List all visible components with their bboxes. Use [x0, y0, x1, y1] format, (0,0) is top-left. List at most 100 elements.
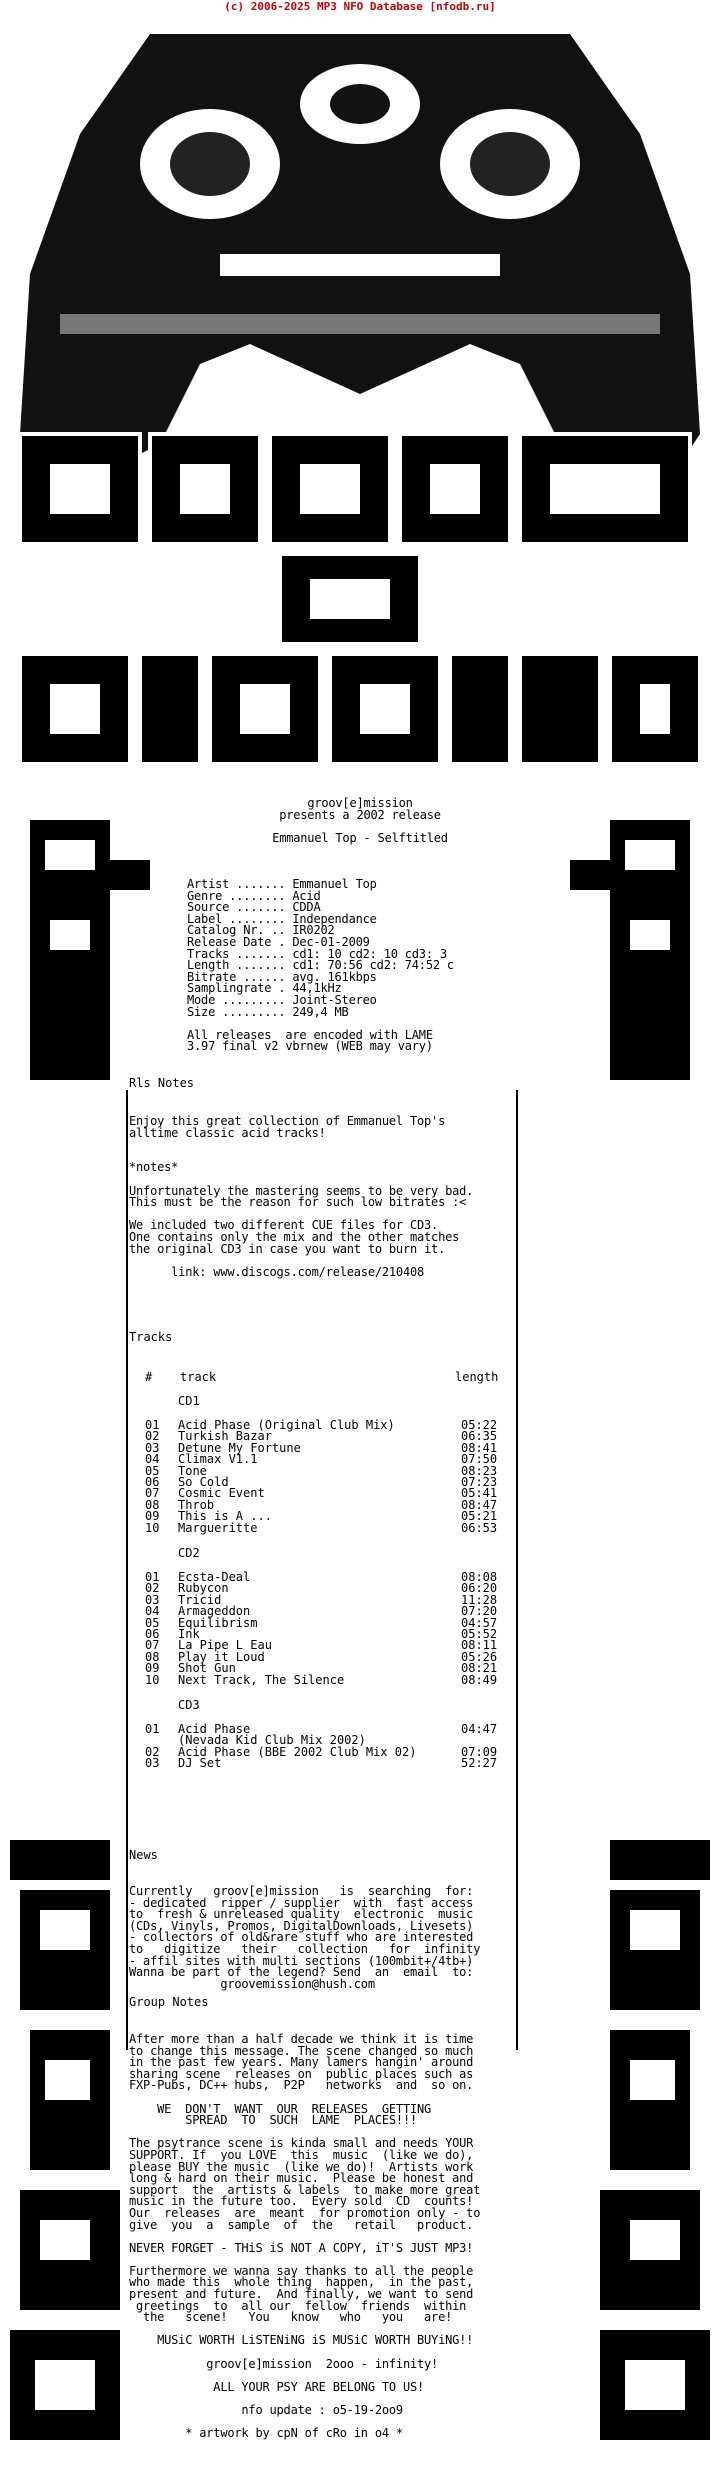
track-number: 04 [145, 1452, 160, 1467]
info-line: Catalog Nr. .. IR0202 [187, 923, 335, 938]
rls-notes-text: Enjoy this great collection of Emmanuel … [129, 1114, 473, 1278]
group-notes-line: present and future. And finally, we want… [129, 2287, 474, 2302]
ascii-art-frame [30, 820, 690, 1080]
group-notes-line: MUSiC WORTH LiSTENiNG iS MUSiC WORTH BUY… [129, 2333, 474, 2348]
track-length: 06:35 [461, 1429, 498, 1444]
info-line: All releases are encoded with LAME [187, 1027, 433, 1042]
track-title: Play it Loud [178, 1649, 265, 1664]
track-title: Armageddon [178, 1604, 251, 1619]
left-rail [126, 1090, 128, 2050]
group-notes-line: please BUY the music (like we do)! Artis… [129, 2159, 474, 2174]
track-length: 11:28 [461, 1592, 498, 1607]
track-number: 08 [145, 1649, 160, 1664]
notes-line: This must be the reason for such low bit… [129, 1195, 467, 1210]
group-notes-line: The psytrance scene is kinda small and n… [129, 2136, 474, 2151]
track-title: Acid Phase [178, 1722, 251, 1736]
notes-line: One contains only the mix and the other … [129, 1229, 460, 1244]
track-title: Equilibrism [178, 1615, 258, 1630]
track-number: 03 [145, 1756, 160, 1771]
disc-label: CD3 [178, 1698, 200, 1712]
intro-line-1: groov[e]mission [307, 796, 413, 810]
track-number: 05 [145, 1615, 160, 1630]
info-line: Length ....... cd1: 70:56 cd2: 74:52 c [187, 958, 454, 973]
group-notes-line: who made this whole thing happen, in the… [129, 2275, 474, 2290]
track-title: This is A ... [178, 1509, 272, 1524]
track-title: Turkish Bazar [178, 1429, 272, 1444]
track-number: 03 [145, 1592, 160, 1607]
news-line: Wanna be part of the legend? Send an ema… [129, 1965, 474, 1980]
info-line: Mode ......... Joint-Stereo [187, 992, 377, 1007]
track-title: Margueritte [178, 1520, 258, 1535]
column-header-length: length [455, 1370, 499, 1384]
nfodb-banner: (c) 2006-2025 MP3 NFO Database [nfodb.ru… [224, 0, 496, 13]
track-title: (Nevada Kid Club Mix 2002) [178, 1733, 366, 1748]
news-line: to fresh & unreleased quality electronic… [129, 1907, 474, 1922]
track-number: 06 [145, 1475, 160, 1489]
group-notes-line: Our releases are meant for promotion onl… [129, 2205, 481, 2220]
track-length: 07:50 [461, 1452, 498, 1467]
group-notes-line: greetings to all our fellow friends with… [129, 2298, 467, 2313]
info-line: Artist ....... Emmanuel Top [187, 877, 377, 891]
track-title: Ink [178, 1627, 200, 1641]
track-number: 10 [145, 1520, 160, 1535]
news-line: - dedicated ripper / supplier with fast … [129, 1895, 474, 1910]
info-line: Samplingrate . 44,1kHz [187, 981, 342, 996]
track-title: La Pipe L Eau [178, 1638, 272, 1653]
notes-line: Enjoy this great collection of Emmanuel … [129, 1114, 446, 1128]
info-line: Label ........ Independance [187, 911, 377, 926]
track-title: Acid Phase (Original Club Mix) [178, 1418, 395, 1432]
group-notes-line: SPREAD TO SUCH LAME PLACES!!! [129, 2113, 418, 2128]
track-length: 08:23 [461, 1463, 498, 1478]
track-number: 09 [145, 1509, 160, 1524]
track-title: Climax V1.1 [178, 1452, 258, 1467]
track-title: Detune My Fortune [178, 1440, 301, 1455]
track-title: Tricid [178, 1592, 222, 1607]
track-title: So Cold [178, 1475, 229, 1489]
track-title: Shot Gun [178, 1661, 236, 1676]
track-title: Ecsta-Deal [178, 1570, 251, 1584]
track-length: 05:26 [461, 1649, 498, 1664]
info-line: Source ....... CDDA [187, 900, 321, 915]
track-title: Acid Phase (BBE 2002 Club Mix 02) [178, 1744, 417, 1759]
group-notes-line: FXP-Pubs, DC++ hubs, P2P networks and so… [129, 2078, 474, 2093]
group-notes-line: * artwork by cpN of cRo in o4 * [129, 2426, 403, 2441]
intro-release-title: Emmanuel Top - Selftitled [272, 831, 448, 845]
news-email: groovemission@hush.com [129, 1976, 375, 1991]
track-number: 07 [145, 1638, 160, 1653]
track-title: Next Track, The Silence [178, 1672, 345, 1687]
news-line: to digitize their collection for infinit… [129, 1941, 481, 1956]
section-header-news: News [129, 1848, 158, 1862]
news-line: - collectors of old&rare stuff who are i… [129, 1930, 474, 1945]
group-notes-line: sharing scene releases on public places … [129, 2066, 474, 2081]
track-title: Cosmic Event [178, 1486, 265, 1501]
info-line: Tracks ....... cd1: 10 cd2: 10 cd3: 3 [187, 946, 447, 961]
track-length: 07:23 [461, 1475, 498, 1489]
track-number: 02 [145, 1429, 160, 1444]
track-length: 05:21 [461, 1509, 498, 1524]
track-number: 10 [145, 1672, 160, 1687]
track-number: 01 [145, 1722, 160, 1736]
group-notes-line: the scene! You know who you are! [129, 2310, 453, 2325]
ascii-art-footer-frame [10, 1840, 710, 2440]
ascii-art-header [18, 34, 702, 766]
group-notes-line: WE DON'T WANT OUR RELEASES GETTING [129, 2101, 432, 2116]
track-title: Rubycon [178, 1581, 229, 1596]
track-number: 08 [145, 1497, 160, 1512]
track-length: 05:22 [461, 1418, 498, 1432]
news-text: Currently groov[e]mission is searching f… [129, 1885, 481, 1991]
track-length: 05:41 [461, 1486, 498, 1501]
section-header-tracks: Tracks [129, 1330, 173, 1344]
info-line: Release Date . Dec-01-2009 [187, 934, 370, 949]
track-number: 02 [145, 1744, 160, 1759]
track-length: 07:09 [461, 1744, 498, 1759]
group-notes-line: give you a sample of the retail product. [129, 2217, 474, 2232]
info-line: 3.97 final v2 vbrnew (WEB may vary) [187, 1039, 433, 1054]
track-length: 06:53 [461, 1520, 498, 1535]
track-number: 01 [145, 1570, 160, 1584]
group-notes-line: ALL YOUR PSY ARE BELONG TO US! [129, 2379, 425, 2394]
track-length: 08:41 [461, 1440, 498, 1455]
section-header-group-notes: Group Notes [129, 1995, 209, 2009]
right-rail [516, 1090, 518, 2050]
